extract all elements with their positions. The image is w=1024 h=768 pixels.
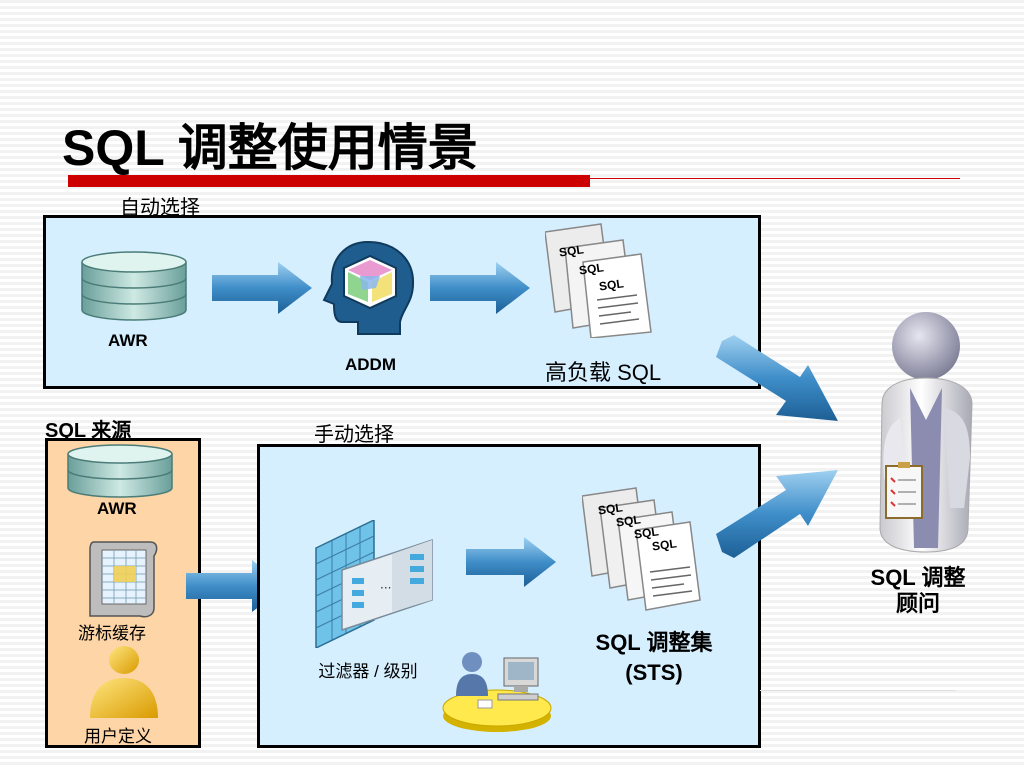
auto-awr-label: AWR [108,331,148,350]
flow-arrow-icon [430,262,530,314]
sts-label-line1: SQL 调整集 [595,630,713,655]
sts-label-line2: (STS) [625,660,683,685]
filter-icon: ··· [315,520,433,648]
database-icon [67,444,173,498]
cursor-cache-icon [89,541,158,618]
sql-documents-icon: SQL SQL SQL [544,220,655,339]
filter-level-label: 过滤器 / 级别 [318,662,418,681]
advisor-label-line2: 顾问 [895,591,940,616]
source-awr-label: AWR [97,499,137,518]
cursor-cache-label: 游标缓存 [78,624,146,643]
high-load-sql-text: 高负载 SQL [545,360,662,385]
high-load-sql-label: 高负载 SQL [545,355,661,387]
advisor-person-icon [879,312,973,553]
svg-text:···: ··· [380,581,391,595]
advisor-label: SQL 调整 顾问 [858,565,978,617]
user-icon [90,646,158,718]
manual-section-label: 手动选择 [314,424,394,446]
sts-label: SQL 调整集 (STS) [576,628,732,688]
advisor-label-line1: SQL 调整 [870,565,966,590]
flow-arrow-icon [716,335,838,421]
sql-documents-icon: SQL SQL SQL SQL [581,486,710,614]
flow-arrow-icon [212,262,312,314]
title-underline-line [590,178,960,179]
addm-label: ADDM [345,355,396,374]
footer-divider [760,690,956,691]
flow-arrow-icon [716,470,838,558]
brain-cube-icon [322,240,415,335]
auto-section-label: 自动选择 [120,197,200,219]
database-icon [81,251,187,321]
flow-arrow-icon [466,537,556,587]
sql-source-label: SQL 来源 [45,420,132,442]
page-title: SQL 调整使用情景 [62,120,478,176]
title-underline-bar [68,175,590,187]
workstation-user-icon [442,652,552,732]
user-defined-label: 用户定义 [84,727,152,746]
